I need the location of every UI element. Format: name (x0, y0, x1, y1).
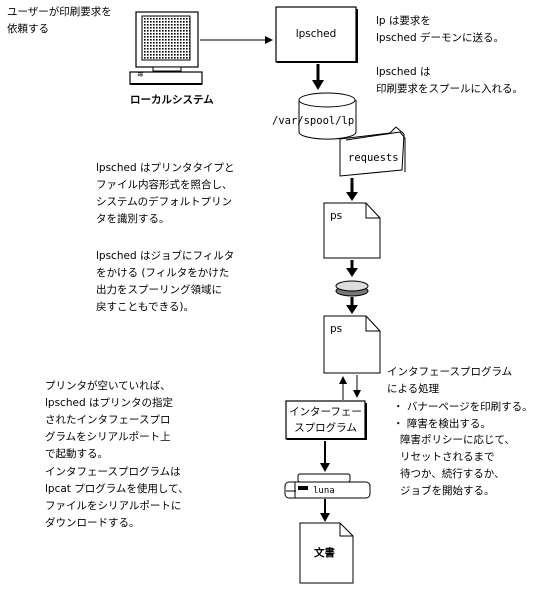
spool-path-label: /var/spool/lp (272, 115, 355, 127)
user-request-note: ユーザーが印刷要求を 依頼する (7, 4, 112, 38)
lpcat-note: インタフェースプログラムは lpcat プログラムを使用して、 ファイルをシリア… (45, 464, 189, 532)
fault-policy-line-4: ジョブを開始する。 (400, 485, 495, 497)
idle-note-line-3: されたインタフェースプロ (45, 414, 171, 426)
local-system-label: ローカルシステム (130, 94, 214, 106)
spool-note-line-2: 印刷要求をスプールに入れる。 (376, 83, 523, 95)
printer-idle-note: プリンタが空いていれば、 lpsched はプリンタの指定 されたインタフェース… (45, 378, 173, 463)
spool-note-line-1: lpsched は (376, 66, 431, 78)
lpcat-note-line-3: ファイルをシリアルポートに (45, 500, 182, 512)
document-label: 文書 (314, 547, 335, 559)
arrow-to-document (320, 513, 330, 522)
lpsched-box-label: lpsched (295, 28, 337, 40)
interface-process-line-2: による処理 (387, 383, 440, 395)
interface-program-box (285, 400, 366, 440)
requests-folder-icon (339, 126, 406, 177)
output-document (299, 522, 354, 584)
monitor-base-label: ≋ (137, 70, 144, 79)
workstation-icon (129, 11, 203, 85)
lpcat-note-line-1: インタフェースプログラムは (45, 466, 181, 478)
ps-label-2: ps (330, 323, 343, 335)
identify-note-line-2: ファイル内容形式を照合し、 (96, 179, 233, 191)
lpcat-note-line-2: lpcat プログラムを使用して、 (45, 483, 189, 495)
fault-policy-note: 障害ポリシーに応じて、 リセットされるまで 待つか、続行するか、 ジョブを開始す… (400, 432, 515, 500)
lpsched-box (275, 6, 357, 63)
fault-policy-line-2: リセットされるまで (400, 451, 495, 463)
interface-box-line-2: スプログラム (294, 422, 357, 434)
filter-note-line-1: lpsched はジョブにフィルタ (96, 250, 235, 262)
interface-process-note: インタフェースプログラム による処理 (387, 364, 512, 398)
requests-label: requests (348, 152, 399, 164)
spool-cylinder (298, 92, 357, 140)
idle-note-line-2: lpsched はプリンタの指定 (45, 397, 173, 409)
filter-note: lpsched はジョブにフィルタ をかける (フィルタをかけた 出力をスプーリ… (96, 248, 234, 316)
idle-note-line-1: プリンタが空いていれば、 (45, 380, 171, 392)
idle-note-line-5: で起動する。 (45, 448, 108, 460)
lpcat-note-line-4: ダウンロードする。 (45, 517, 140, 529)
filter-icon (335, 280, 369, 297)
printer-label: luna (313, 486, 335, 496)
ps-label-1: ps (330, 210, 343, 222)
fault-policy-line-3: 待つか、続行するか、 (400, 468, 505, 480)
user-note-line-1: ユーザーが印刷要求を (7, 6, 112, 18)
identify-note-line-3: システムのデフォルトプリン (96, 196, 233, 208)
lp-note-line-2: lpsched デーモンに送る。 (376, 32, 504, 44)
filter-note-line-3: 出力をスプーリング領域に (96, 284, 222, 296)
filter-note-line-4: 戻すこともできる)。 (96, 301, 194, 313)
bullet-banner: ・ バナーページを印刷する。 (393, 401, 533, 413)
idle-note-line-4: グラムをシリアルポート上 (45, 431, 171, 443)
bullet-fault: ・ 障害を検出する。 (393, 418, 491, 430)
arrow-to-printer (320, 463, 330, 472)
fault-policy-line-1: 障害ポリシーに応じて、 (400, 434, 515, 446)
arrow-to-ps1 (346, 192, 358, 201)
identify-note-line-1: lpsched はプリンタタイプと (96, 162, 235, 174)
filter-note-line-2: をかける (フィルタをかけた (96, 267, 230, 279)
interface-bullets: ・ バナーページを印刷する。 ・ 障害を検出する。 (393, 399, 533, 433)
lpsched-spool-note: lpsched は 印刷要求をスプールに入れる。 (376, 64, 523, 98)
identify-printer-note: lpsched はプリンタタイプと ファイル内容形式を照合し、 システムのデフォ… (96, 160, 234, 228)
interface-box-label: インターフェー スプログラム (286, 404, 365, 436)
printer-icon (284, 473, 371, 499)
identify-note-line-4: タを識別する。 (96, 213, 170, 225)
interface-box-line-1: インターフェー (289, 406, 362, 418)
lp-note: lp は要求を lpsched デーモンに送る。 (376, 13, 504, 47)
user-note-line-2: 依頼する (7, 23, 49, 35)
interface-process-line-1: インタフェースプログラム (387, 366, 513, 378)
lp-note-line-1: lp は要求を (376, 15, 431, 27)
